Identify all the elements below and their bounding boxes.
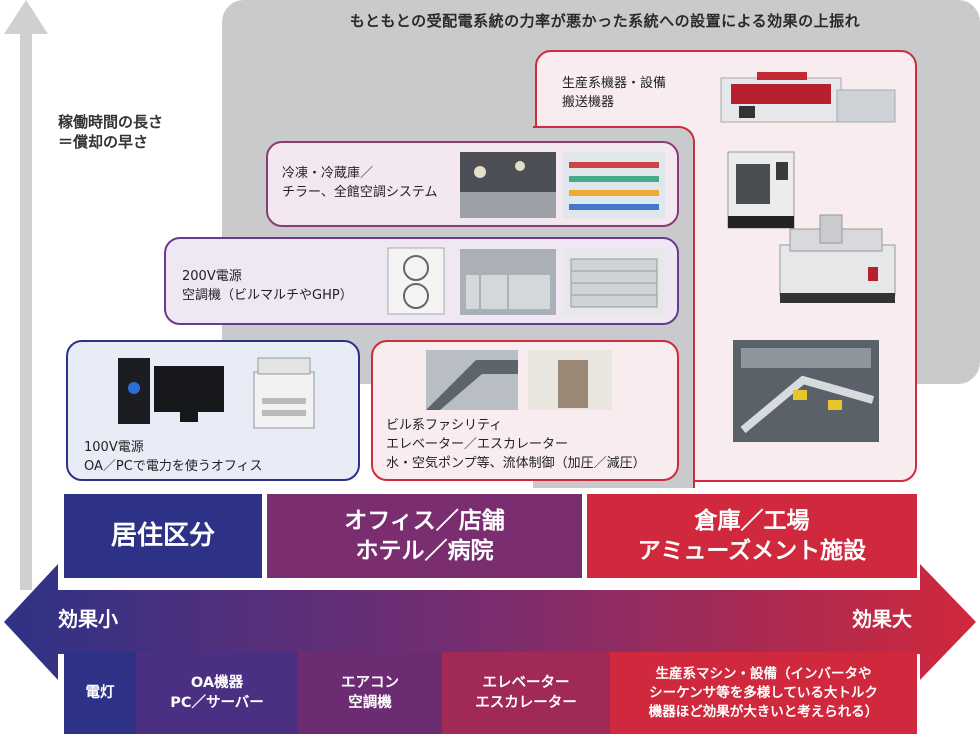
office-100v-box-text: 100V電源 OA／PCで電力を使うオフィス — [84, 440, 263, 474]
laser-machine-image — [720, 72, 896, 123]
vertical-axis-label: 稼働時間の長さ ＝償却の早さ — [58, 113, 164, 151]
equipment-lighting: 電灯 — [64, 652, 136, 734]
effect-small-label: 効果小 — [58, 607, 118, 631]
equipment-oa-pc: OA機器 PC／サーバー — [136, 652, 298, 734]
aircon-200v-box-text: 200V電源 空調機（ビルマルチやGHP） — [182, 269, 353, 303]
effect-large-label: 効果大 — [852, 607, 912, 631]
category-warehouse-factory: 倉庫／工場 アミューズメント施設 — [587, 494, 917, 578]
diagram-title: もともとの受配電系統の力率が悪かった系統への設置による効果の上振れ — [349, 12, 861, 30]
machining-center-image — [727, 151, 795, 229]
desktop-pc-image — [118, 358, 224, 424]
rooftop-units-image — [460, 249, 556, 315]
vertical-arrow-head-icon — [4, 0, 48, 34]
equipment-aircon: エアコン 空調機 — [298, 652, 442, 734]
escalator-image — [426, 350, 518, 410]
refrigeration-box-text: 冷凍・冷蔵庫／ チラー、全館空調システム — [282, 166, 438, 200]
copier-image — [253, 357, 315, 429]
elevator-image — [528, 350, 612, 410]
supermarket-fridge-image — [563, 152, 665, 218]
gantry-machine-image — [779, 214, 896, 303]
effect-arrow — [4, 564, 976, 680]
category-residential: 居住区分 — [64, 494, 262, 578]
vertical-axis-line — [20, 30, 32, 590]
equipment-production-machines: 生産系マシン・設備（インバータや シーケンサ等を多様している大トルク 機器ほど効… — [610, 652, 917, 734]
outdoor-unit-image — [387, 247, 445, 315]
category-office-shop: オフィス／店舗 ホテル／病院 — [267, 494, 582, 578]
facility-box-text: ビル系ファシリティ エレベーター／エスカレーター 水・空気ポンプ等、流体制御（加… — [386, 418, 646, 471]
production-box-text: 生産系機器・設備 搬送機器 — [562, 76, 667, 110]
cooling-tower-image — [563, 249, 665, 315]
equipment-elevator: エレベーター エスカレーター — [442, 652, 610, 734]
facility-box — [371, 340, 679, 481]
ceiling-photo-image — [460, 152, 556, 218]
warehouse-conveyor-image — [733, 340, 879, 442]
